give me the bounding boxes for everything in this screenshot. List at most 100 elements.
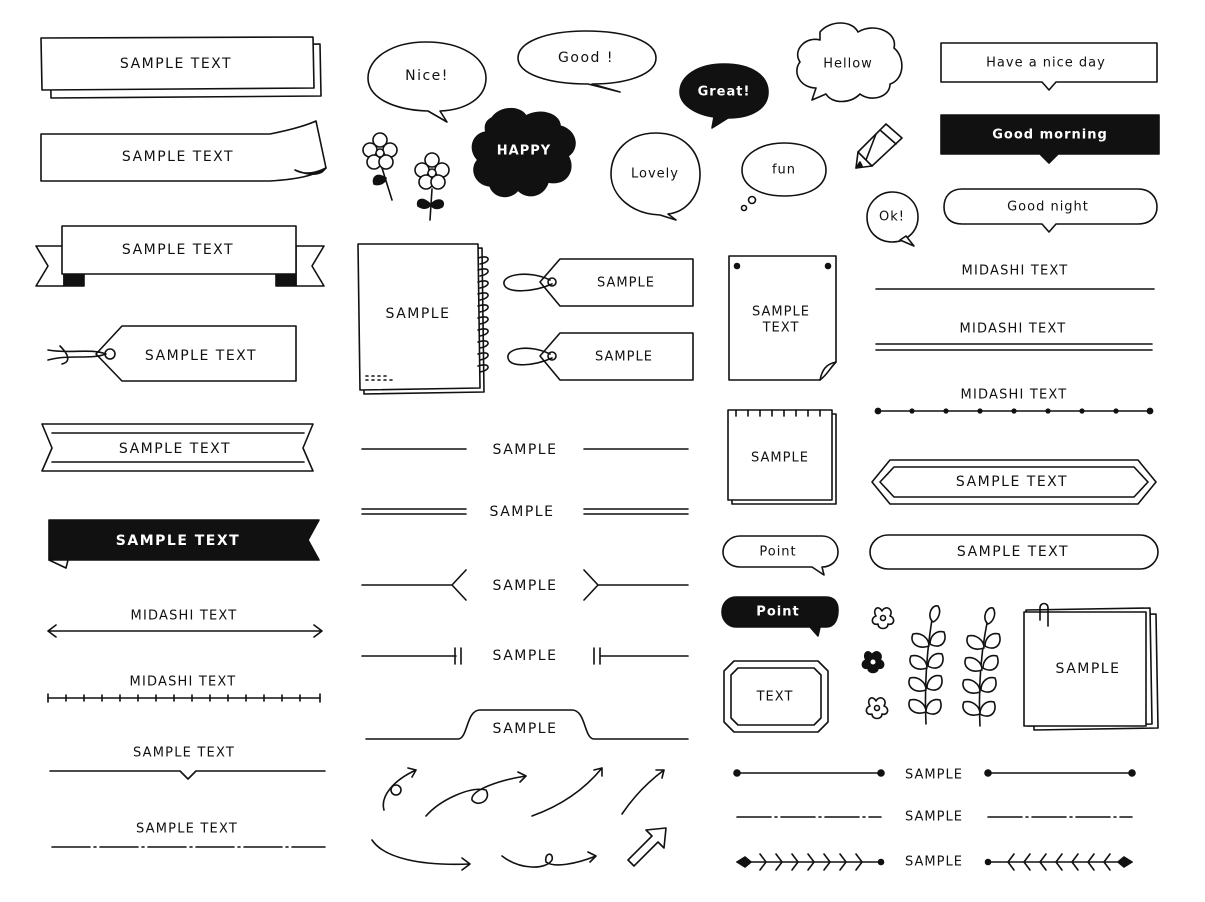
string-tag-text: SAMPLE	[595, 350, 653, 365]
dash-dot-underline-heading: SAMPLE TEXT	[51, 822, 326, 848]
line-divider: SAMPLE	[361, 442, 689, 458]
black-bubble-good-morning: Good morning	[940, 114, 1160, 164]
thought-bubble-fun: fun	[740, 142, 827, 212]
string-tag: SAMPLE	[507, 332, 694, 381]
hang-tag-banner-text: SAMPLE TEXT	[145, 348, 257, 364]
black-flag-banner-text: SAMPLE TEXT	[116, 533, 240, 549]
arrow-heading: MIDASHI TEXT	[47, 609, 323, 638]
speech-bubble-good: Good !	[517, 30, 657, 93]
chevron-divider: SAMPLE	[361, 569, 689, 601]
ribbon-banner: SAMPLE TEXT	[35, 225, 325, 287]
thought-bubble-fun-text: fun	[772, 163, 796, 178]
pill-banner-text: SAMPLE TEXT	[957, 544, 1069, 560]
hexagon-banner: SAMPLE TEXT	[871, 459, 1157, 505]
curled-paper-banner-text: SAMPLE TEXT	[122, 149, 234, 165]
tear-off-memo-pad: SAMPLE	[727, 409, 837, 505]
tab-divider: SAMPLE	[365, 709, 689, 740]
double-line-divider: SAMPLE	[361, 504, 689, 520]
rounded-bubble-good-night: Good night	[943, 188, 1158, 233]
stacked-paper-banner: SAMPLE TEXT	[40, 36, 322, 99]
dot-end-divider: SAMPLE	[733, 768, 1136, 783]
stacked-note-with-clip-text: SAMPLE	[1056, 661, 1121, 677]
tab-divider-text: SAMPLE	[493, 721, 558, 737]
tear-off-memo-pad-text: SAMPLE	[751, 451, 809, 466]
outline-arrow-icon	[627, 827, 667, 867]
black-bubble-point: Point	[721, 596, 839, 637]
speech-bubble-great: Great!	[679, 63, 769, 129]
loop-arrow-icon	[425, 771, 527, 817]
round-bubble-lovely-text: Lovely	[631, 167, 679, 182]
ruler-heading: MIDASHI TEXT	[47, 675, 321, 703]
octagon-frame: TEXT	[723, 660, 829, 733]
spiral-notebook: SAMPLE	[357, 243, 489, 395]
underline-heading-text: MIDASHI TEXT	[962, 264, 1069, 279]
speech-bubble-great-text: Great!	[698, 85, 751, 100]
double-line-ribbon: SAMPLE TEXT	[41, 423, 314, 472]
chevron-divider-text: SAMPLE	[493, 578, 558, 594]
rectangle-bubble-have-a-nice-day-text: Have a nice day	[986, 56, 1106, 71]
fern-divider: SAMPLE	[736, 853, 1133, 871]
stacked-note-with-clip: SAMPLE	[1023, 602, 1159, 731]
pinned-memo-text-line-1: SAMPLE	[752, 305, 810, 320]
cloud-bubble-hellow: Hellow	[796, 22, 903, 103]
arrow-heading-text: MIDASHI TEXT	[131, 609, 238, 624]
underline-heading: MIDASHI TEXT	[875, 264, 1155, 290]
notch-underline-heading: SAMPLE TEXT	[49, 746, 326, 780]
spiral-notebook-text: SAMPLE	[386, 306, 451, 322]
hang-tag-banner: SAMPLE TEXT	[47, 325, 297, 382]
black-bubble-point-text: Point	[756, 605, 799, 620]
cloud-bubble-hellow-text: Hellow	[823, 57, 873, 72]
flower-icon	[414, 152, 450, 221]
curly-arrow-icon	[382, 767, 417, 811]
hexagon-banner-text: SAMPLE TEXT	[956, 474, 1068, 490]
double-underline-heading-text: MIDASHI TEXT	[960, 322, 1067, 337]
bottom-loop-arrow-icon	[501, 851, 597, 868]
small-flower-icon	[871, 607, 895, 630]
leaf-sprig-icon	[962, 607, 1001, 727]
pinned-memo-text-line-2: TEXT	[762, 321, 800, 336]
rectangle-bubble-have-a-nice-day: Have a nice day	[940, 42, 1158, 91]
bracket-divider-text: SAMPLE	[493, 648, 558, 664]
pencil-icon	[855, 123, 903, 169]
dash-dot-underline-heading-text: SAMPLE TEXT	[136, 822, 238, 837]
black-cloud-bubble-happy-text: HAPPY	[497, 144, 551, 159]
line-divider-text: SAMPLE	[493, 442, 558, 458]
double-line-ribbon-text: SAMPLE TEXT	[119, 441, 231, 457]
rounded-bubble-good-night-text: Good night	[1007, 200, 1089, 215]
stacked-paper-banner-text: SAMPLE TEXT	[120, 56, 232, 72]
rounded-bubble-point-text: Point	[759, 545, 796, 560]
pill-banner: SAMPLE TEXT	[869, 534, 1159, 570]
leaf-sprig-icon	[908, 605, 946, 725]
flower-icon	[362, 132, 398, 201]
speech-bubble-nice: Nice!	[367, 41, 487, 123]
dash-dot-divider: SAMPLE	[736, 810, 1133, 825]
bracket-divider: SAMPLE	[361, 647, 689, 665]
dotted-underline-heading: MIDASHI TEXT	[874, 388, 1154, 415]
round-bubble-ok: Ok!	[866, 191, 919, 247]
speech-bubble-good-text: Good !	[558, 50, 614, 66]
octagon-frame-text: TEXT	[756, 690, 794, 705]
black-bubble-good-morning-text: Good morning	[992, 128, 1108, 143]
small-flower-icon	[861, 651, 885, 674]
double-line-divider-text: SAMPLE	[490, 504, 555, 520]
notch-underline-heading-text: SAMPLE TEXT	[133, 746, 235, 761]
pinned-memo: SAMPLE TEXT	[728, 255, 837, 381]
round-bubble-ok-text: Ok!	[879, 210, 905, 225]
curled-paper-banner: SAMPLE TEXT	[40, 120, 327, 182]
bottom-curve-arrow-icon	[371, 839, 471, 871]
swoosh-arrow-icon	[621, 769, 665, 815]
small-flower-icon	[865, 697, 889, 720]
black-cloud-bubble-happy: HAPPY	[471, 107, 576, 198]
rounded-bubble-point: Point	[722, 535, 839, 576]
dot-end-divider-text: SAMPLE	[905, 768, 963, 783]
round-bubble-lovely: Lovely	[610, 132, 701, 221]
fern-divider-text: SAMPLE	[905, 855, 963, 870]
double-underline-heading: MIDASHI TEXT	[875, 322, 1153, 351]
ribbon-banner-text: SAMPLE TEXT	[122, 242, 234, 258]
ruler-heading-text: MIDASHI TEXT	[130, 675, 237, 690]
dotted-underline-heading-text: MIDASHI TEXT	[961, 388, 1068, 403]
dash-dot-divider-text: SAMPLE	[905, 810, 963, 825]
speech-bubble-nice-text: Nice!	[405, 68, 449, 84]
string-tag-text: SAMPLE	[597, 276, 655, 291]
